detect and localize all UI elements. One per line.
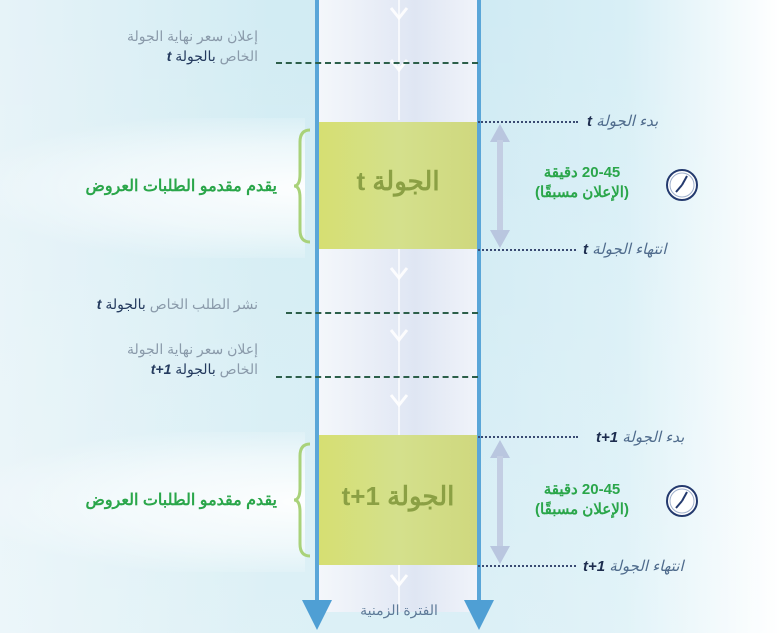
duration-t-line2: (الإعلان مسبقًا) <box>535 184 629 201</box>
arrow-down-icon <box>464 600 494 630</box>
bidders-t1-text: يقدم مقدمو الطلبات العروض <box>85 492 277 509</box>
publish-t-line <box>286 312 478 314</box>
round-t1-start-line <box>478 436 578 438</box>
timeline-right-rail <box>477 0 481 612</box>
announce-t1-line <box>276 376 478 378</box>
round-t-end-line <box>478 249 576 251</box>
round-t-box: الجولة t <box>319 122 477 249</box>
timeline-chevrons <box>389 0 409 612</box>
bidders-t-glow <box>0 118 305 258</box>
duration-t1-line2: (الإعلان مسبقًا) <box>535 501 629 518</box>
round-t-end-label: انتهاء الجولة t <box>583 241 667 258</box>
clock-icon <box>666 485 698 517</box>
clock-icon <box>666 169 698 201</box>
duration-t-text: 20-45 دقيقة (الإعلان مسبقًا) <box>517 163 647 203</box>
bidders-t1-glow <box>0 432 305 572</box>
round-t1-start-label: بدء الجولة t+1 <box>596 429 685 446</box>
duration-t1-arrow-icon <box>490 440 510 564</box>
duration-t1-line1: 20-45 دقيقة <box>543 481 621 498</box>
brace-t-icon <box>293 128 311 244</box>
duration-t1-text: 20-45 دقيقة (الإعلان مسبقًا) <box>517 480 647 520</box>
round-t-start-label: بدء الجولة t <box>587 113 659 130</box>
duration-t-line1: 20-45 دقيقة <box>543 164 621 181</box>
round-t1-end-label: انتهاء الجولة t+1 <box>583 558 684 575</box>
timeline-left-rail <box>315 0 319 612</box>
publish-t-text: نشر الطلب الخاص بالجولة t <box>96 296 258 312</box>
announce-t1-text: إعلان سعر نهاية الجولة الخاص بالجولة t+1 <box>127 339 258 379</box>
duration-t-arrow-icon <box>490 124 510 248</box>
round-t1-end-line <box>478 565 576 567</box>
announce-t1-line1: إعلان سعر نهاية الجولة <box>127 341 258 357</box>
announce-t-text: إعلان سعر نهاية الجولة الخاص بالجولة t <box>127 26 258 66</box>
bidders-t-text: يقدم مقدمو الطلبات العروض <box>85 178 277 195</box>
announce-t1-line2: الخاص بالجولة t+1 <box>150 361 258 377</box>
round-t1-box: الجولة t+1 <box>319 435 477 565</box>
timeline-arrowheads <box>302 600 494 630</box>
announce-t-line1: إعلان سعر نهاية الجولة <box>127 28 258 44</box>
round-t-label: الجولة t <box>356 166 440 196</box>
round-t1-label: الجولة t+1 <box>341 481 455 511</box>
round-t-start-line <box>478 121 578 123</box>
announce-t-line <box>276 62 478 64</box>
arrow-down-icon <box>302 600 332 630</box>
brace-t1-icon <box>293 442 311 558</box>
announce-t-line2: الخاص بالجولة t <box>166 48 258 64</box>
timeline-label: الفترة الزمنية <box>360 602 438 618</box>
